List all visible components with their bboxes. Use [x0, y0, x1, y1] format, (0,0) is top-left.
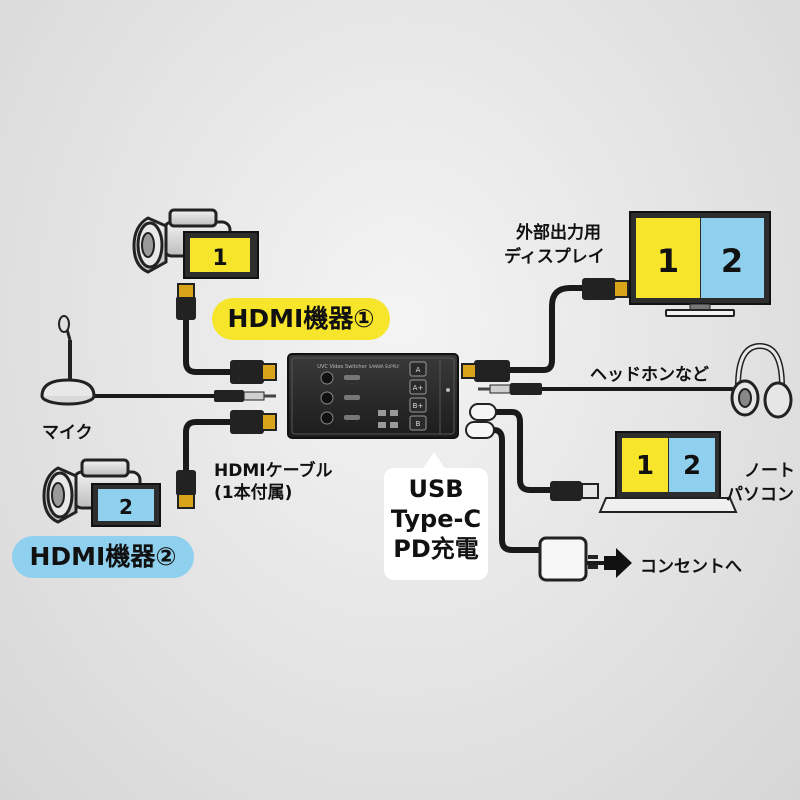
- switcher-box: A A+ B+ B UVC Video Switcher SANWA SUPPL…: [287, 353, 459, 439]
- laptop-left-number: 1: [636, 451, 654, 481]
- hdmi-device-1-label: HDMI機器①: [227, 304, 375, 333]
- hdmi-device-2-label: HDMI機器②: [29, 542, 177, 571]
- usb-a-plug: [550, 481, 599, 501]
- external-display-label-line1: 外部出力用: [516, 223, 601, 243]
- switch-button-a: A: [416, 366, 421, 374]
- outlet-label: コンセントへ: [640, 557, 742, 577]
- hdmi-device-2-pill: HDMI機器②: [12, 536, 194, 578]
- mic-label: マイク: [42, 423, 93, 443]
- switch-button-b-plus: B+: [413, 402, 424, 410]
- switch-button-b: B: [416, 420, 421, 428]
- headphones-icon: [730, 342, 793, 419]
- external-display-label-line2: ディスプレイ: [504, 247, 605, 267]
- headphone-jack: [478, 383, 542, 395]
- hdmi-plug-monitor: [582, 278, 629, 300]
- laptop-label-line2: パソコン: [726, 485, 794, 505]
- camera1-screen-number: 1: [212, 246, 227, 271]
- mic-jack: [214, 390, 276, 402]
- hdmi-plug-in2: [230, 410, 277, 434]
- hdmi-cable-label-line2: (1本付属): [214, 483, 293, 503]
- usb-pd-line1: USB: [408, 475, 464, 503]
- hdmi-plug-out: [461, 360, 510, 382]
- usb-pd-line3: PD充電: [393, 535, 479, 563]
- monitor-icon: [629, 211, 771, 317]
- laptop-label-line1: ノート: [744, 461, 795, 481]
- hdmi-plug-cam2: [176, 470, 196, 509]
- switcher-brand: SANWA SUPPLY: [369, 364, 400, 369]
- hdmi-cable-label-line1: HDMIケーブル: [214, 461, 333, 481]
- callout-tail: [422, 452, 446, 470]
- laptop-right-number: 2: [683, 451, 701, 481]
- headphones-label: ヘッドホンなど: [590, 365, 709, 385]
- laptop-icon: [598, 431, 738, 513]
- arrow-right-icon: [604, 548, 632, 578]
- camcorder-icon: [42, 458, 161, 527]
- switch-button-a-plus: A+: [413, 384, 424, 392]
- monitor-right-number: 2: [721, 242, 743, 280]
- microphone-icon: [40, 315, 96, 406]
- switcher-title: UVC Video Switcher: [317, 364, 367, 370]
- monitor-left-number: 1: [657, 242, 679, 280]
- usb-pd-callout: USB Type-C PD充電: [384, 468, 488, 580]
- power-adapter-icon: [538, 536, 598, 582]
- camera2-screen-number: 2: [119, 495, 133, 519]
- hdmi-plug-in1: [230, 360, 277, 384]
- usb-plug-switcher: [465, 403, 497, 439]
- camcorder-icon: [132, 208, 259, 279]
- cables: [84, 285, 734, 565]
- hdmi-plug-cam1: [176, 283, 196, 320]
- hdmi-device-1-pill: HDMI機器①: [212, 298, 390, 340]
- usb-pd-line2: Type-C: [390, 505, 482, 533]
